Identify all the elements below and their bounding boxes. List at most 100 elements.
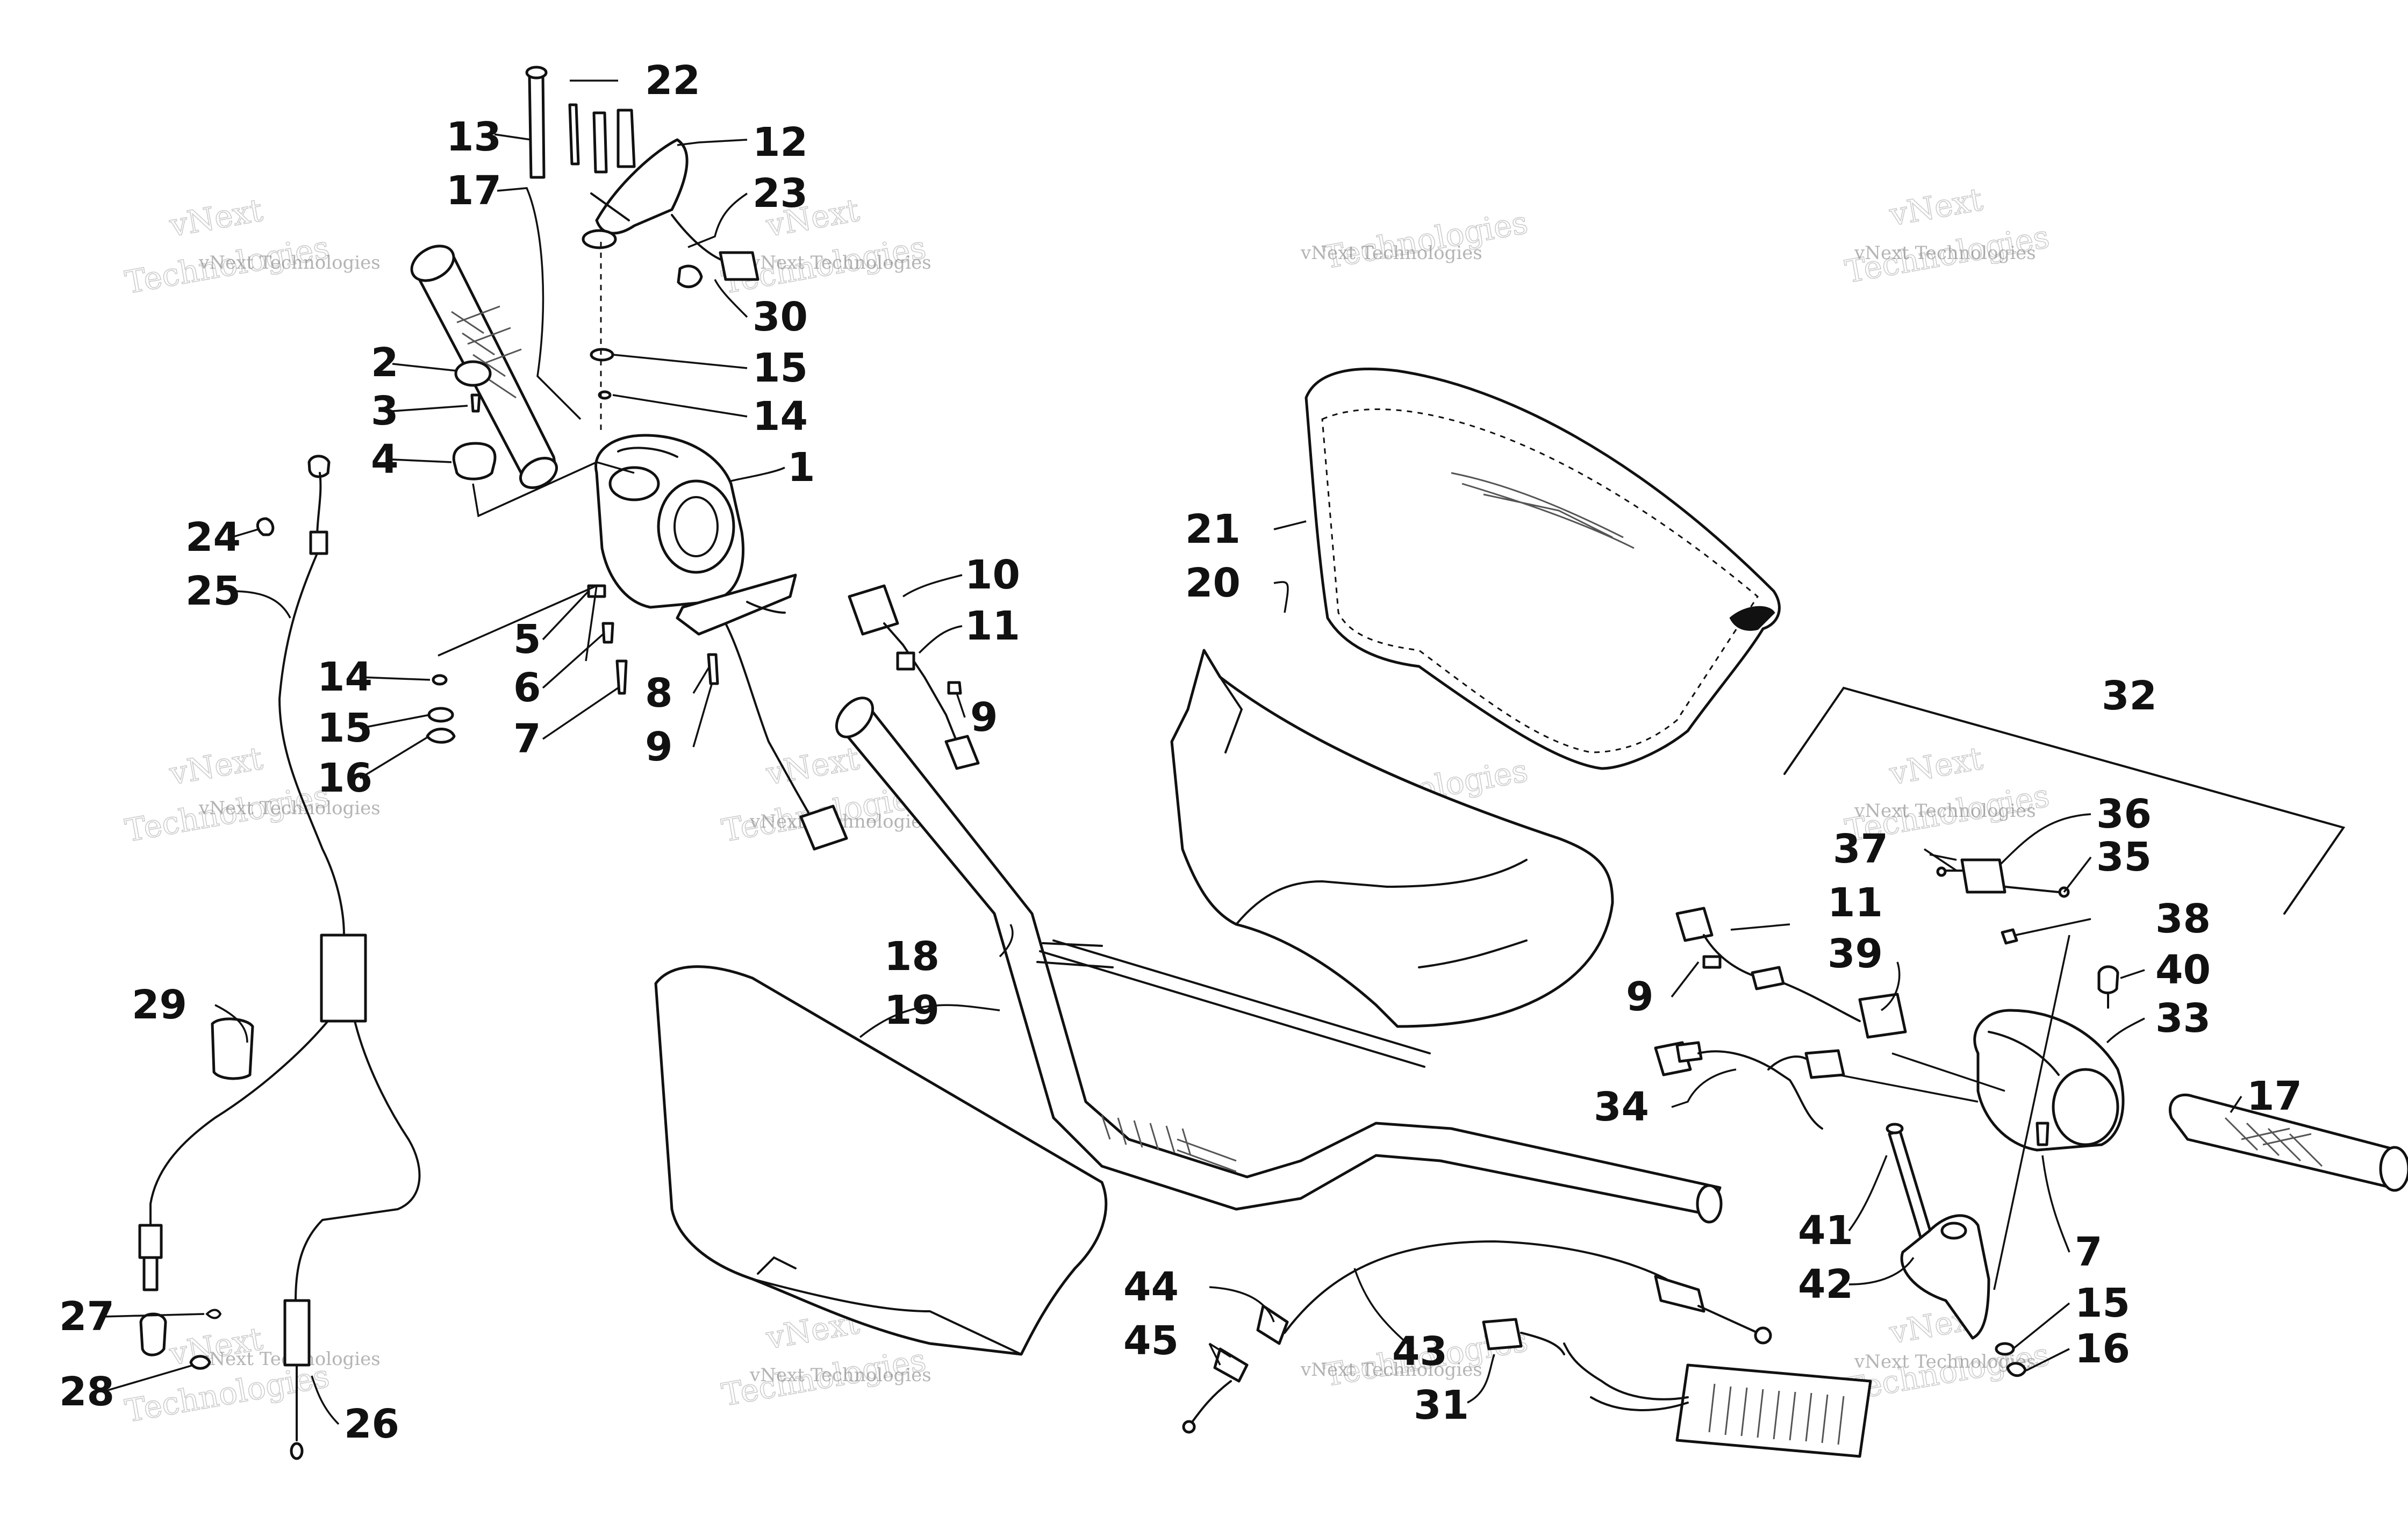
callout-41: 41 bbox=[1798, 1208, 1853, 1254]
screw-6 bbox=[601, 622, 614, 644]
callout-44: 44 bbox=[1123, 1264, 1179, 1310]
callout-2: 2 bbox=[371, 340, 399, 386]
callout-30: 30 bbox=[752, 294, 808, 340]
watermark-line2: vNext bbox=[167, 740, 266, 792]
callout-8: 8 bbox=[645, 670, 673, 716]
washer-15-top bbox=[590, 348, 614, 362]
washer-14-left bbox=[432, 674, 448, 686]
callout-26: 26 bbox=[344, 1401, 399, 1447]
callout-3: 3 bbox=[371, 388, 399, 434]
callout-11-right: 11 bbox=[1828, 880, 1883, 926]
callout-7-right: 7 bbox=[2075, 1229, 2103, 1275]
callout-42: 42 bbox=[1798, 1261, 1853, 1308]
switch-housing-right bbox=[1973, 1009, 2125, 1152]
callout-21: 21 bbox=[1185, 506, 1241, 552]
knob-leader-lines bbox=[472, 461, 635, 518]
callout-12: 12 bbox=[752, 119, 808, 166]
knob-4 bbox=[452, 442, 497, 480]
callout-28: 28 bbox=[59, 1369, 114, 1415]
watermark-2: vNext Technologies bbox=[719, 191, 929, 301]
throttle-cable bbox=[1182, 1240, 1772, 1434]
watermark-line2: vNext bbox=[1887, 740, 1986, 792]
callout-17-left: 17 bbox=[446, 168, 501, 214]
callout-29: 29 bbox=[132, 982, 187, 1028]
cable-assembly bbox=[138, 455, 421, 1460]
callout-22: 22 bbox=[645, 58, 700, 104]
callout-20: 20 bbox=[1185, 560, 1241, 606]
pad-base bbox=[1170, 649, 1614, 1028]
callout-16-right: 16 bbox=[2075, 1326, 2130, 1372]
callout-38: 38 bbox=[2155, 896, 2211, 942]
callout-24: 24 bbox=[185, 514, 241, 561]
watermark-text-5: vNext Technologies bbox=[198, 798, 381, 819]
callout-15-right: 15 bbox=[2075, 1280, 2130, 1326]
callout-9-right: 9 bbox=[1626, 974, 1654, 1020]
watermark-1: vNext Technologies bbox=[122, 191, 332, 301]
watermark-4: vNext Technologies bbox=[1842, 181, 2052, 291]
watermark-text-11: vNext Technologies bbox=[1300, 1359, 1482, 1381]
callout-13: 13 bbox=[446, 114, 501, 160]
switch-housing-left bbox=[594, 434, 744, 609]
assembly-bracket-32 bbox=[1783, 686, 2346, 915]
watermark-text-8: vNext Technologies bbox=[1854, 800, 2036, 822]
callout-14-left: 14 bbox=[317, 654, 372, 700]
callout-15-top: 15 bbox=[752, 345, 808, 391]
watermark-3: Technologies bbox=[1321, 204, 1531, 276]
callout-34: 34 bbox=[1594, 1084, 1649, 1130]
callout-7-left: 7 bbox=[513, 716, 541, 762]
watermark-text-1: vNext Technologies bbox=[198, 252, 381, 274]
callout-43: 43 bbox=[1392, 1328, 1447, 1375]
callout-14-top: 14 bbox=[752, 393, 808, 440]
washer-14-top bbox=[598, 390, 612, 400]
screw-7-left bbox=[615, 659, 628, 695]
parts bbox=[138, 66, 2408, 1460]
callout-32: 32 bbox=[2102, 673, 2157, 719]
callout-9-mid: 9 bbox=[970, 694, 998, 741]
callout-19: 19 bbox=[884, 987, 940, 1033]
right-leader-lines bbox=[1838, 853, 2070, 1290]
right-side-parts bbox=[1654, 858, 2119, 1377]
callout-17-right: 17 bbox=[2247, 1073, 2302, 1119]
watermark-line3: Technologies bbox=[1321, 204, 1531, 276]
pad-cover-upper bbox=[1305, 368, 1781, 770]
callout-37: 37 bbox=[1833, 826, 1888, 872]
watermark-text-3: vNext Technologies bbox=[1300, 242, 1482, 264]
callout-36: 36 bbox=[2096, 791, 2152, 837]
callout-31: 31 bbox=[1414, 1382, 1469, 1428]
callout-5: 5 bbox=[513, 616, 541, 663]
washer-leader-lines bbox=[438, 584, 598, 662]
callout-15-left: 15 bbox=[317, 705, 372, 751]
callout-9-left: 9 bbox=[645, 724, 673, 770]
watermark-line2: vNext bbox=[763, 740, 862, 792]
callout-40: 40 bbox=[2155, 947, 2211, 993]
callout-6: 6 bbox=[513, 665, 541, 711]
switch-wire-left bbox=[725, 584, 980, 851]
washer-16-left bbox=[426, 728, 456, 744]
callout-45: 45 bbox=[1123, 1318, 1179, 1364]
callout-18: 18 bbox=[884, 933, 940, 980]
watermark-text-10: vNext Technologies bbox=[749, 1364, 931, 1386]
callout-33: 33 bbox=[2155, 995, 2211, 1042]
heater-element bbox=[1482, 1318, 1872, 1458]
callout-1: 1 bbox=[787, 444, 815, 491]
callout-10: 10 bbox=[965, 552, 1020, 598]
screw-3 bbox=[470, 393, 481, 413]
watermark-line2: vNext bbox=[1887, 181, 1986, 233]
callouts: 13 22 12 17 23 30 15 2 3 14 4 1 24 25 10… bbox=[59, 58, 2302, 1447]
callout-27: 27 bbox=[59, 1294, 114, 1340]
grip-right bbox=[2168, 1093, 2408, 1192]
throttle-lever bbox=[525, 66, 689, 249]
washer-15-left bbox=[427, 707, 454, 723]
screw-9-left bbox=[707, 653, 719, 685]
watermark-text-2: vNext Technologies bbox=[749, 252, 931, 274]
handlebar bbox=[835, 696, 1723, 1224]
watermark-text-4: vNext Technologies bbox=[1854, 242, 2036, 264]
callout-leaders bbox=[102, 80, 2242, 1425]
callout-11-left: 11 bbox=[965, 603, 1020, 649]
callout-25: 25 bbox=[185, 568, 241, 614]
cap-2 bbox=[454, 360, 492, 387]
callout-23: 23 bbox=[752, 170, 808, 217]
watermark-line2: vNext bbox=[167, 192, 266, 244]
callout-35: 35 bbox=[2096, 834, 2152, 880]
